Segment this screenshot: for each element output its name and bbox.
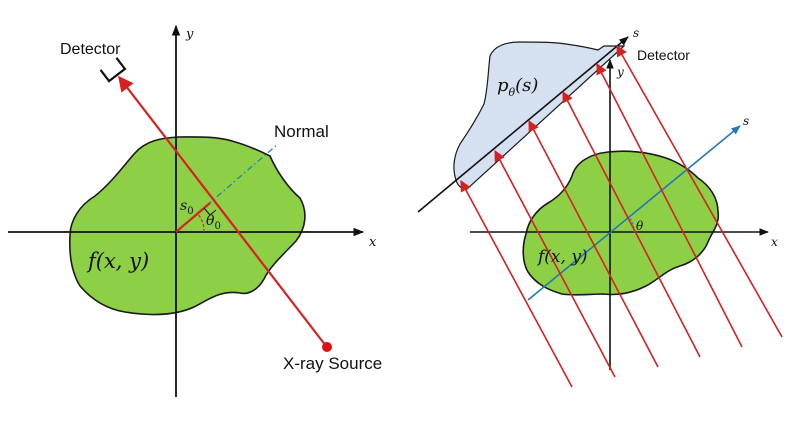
left-s0-label: s0: [180, 198, 194, 217]
right-object-label: f(x, y): [536, 247, 588, 267]
left-theta0-main: θ: [206, 213, 215, 229]
right-detector-line: [417, 36, 629, 213]
left-object-label: f(x, y): [86, 249, 149, 273]
left-theta0-label: θ0: [206, 213, 221, 232]
right-projection-main: p: [497, 75, 509, 96]
left-normal-label: Normal: [274, 122, 329, 141]
right-ray-5: [596, 63, 743, 348]
left-ray-line: [118, 75, 327, 347]
left-source-label: X-ray Source: [283, 354, 382, 373]
right-y-axis-label: y: [616, 65, 624, 79]
right-detector-label: Detector: [637, 47, 690, 63]
left-normal-line: [175, 143, 279, 233]
left-theta0-arc: [197, 213, 205, 233]
left-detector-label: Detector: [60, 41, 121, 58]
right-panel: Detector pθ(s) f(x, y) θ x y s s: [417, 26, 783, 388]
right-s-axis-label: s: [743, 114, 749, 128]
right-ray-3: [528, 120, 659, 368]
right-x-axis-label: x: [771, 235, 778, 249]
left-s0-sub: 0: [187, 206, 193, 217]
left-panel: Detector Normal X-ray Source f(x, y) s0 …: [8, 24, 382, 397]
left-s0-main: s: [180, 198, 187, 214]
left-object-blob: [69, 136, 306, 316]
right-theta-arc: [629, 217, 635, 233]
left-y-axis-label: y: [185, 27, 194, 42]
left-theta0-sub: 0: [214, 221, 220, 232]
right-ray-1: [460, 180, 573, 388]
right-projection-sub: θ: [509, 86, 516, 99]
right-s-axis: [527, 125, 741, 301]
right-detector-axis-label: s: [633, 26, 639, 40]
left-x-axis-label: x: [369, 235, 377, 250]
right-ray-6: [616, 45, 783, 338]
right-projection-label: pθ(s): [497, 75, 538, 99]
right-theta-label: θ: [636, 219, 644, 233]
right-projection-arg: (s): [515, 75, 538, 96]
left-right-angle-mark: [203, 207, 217, 216]
right-ray-2: [494, 150, 616, 378]
detector-bracket-icon: [99, 57, 127, 83]
right-ray-4: [562, 91, 701, 358]
xray-source-dot-icon: [322, 342, 332, 352]
